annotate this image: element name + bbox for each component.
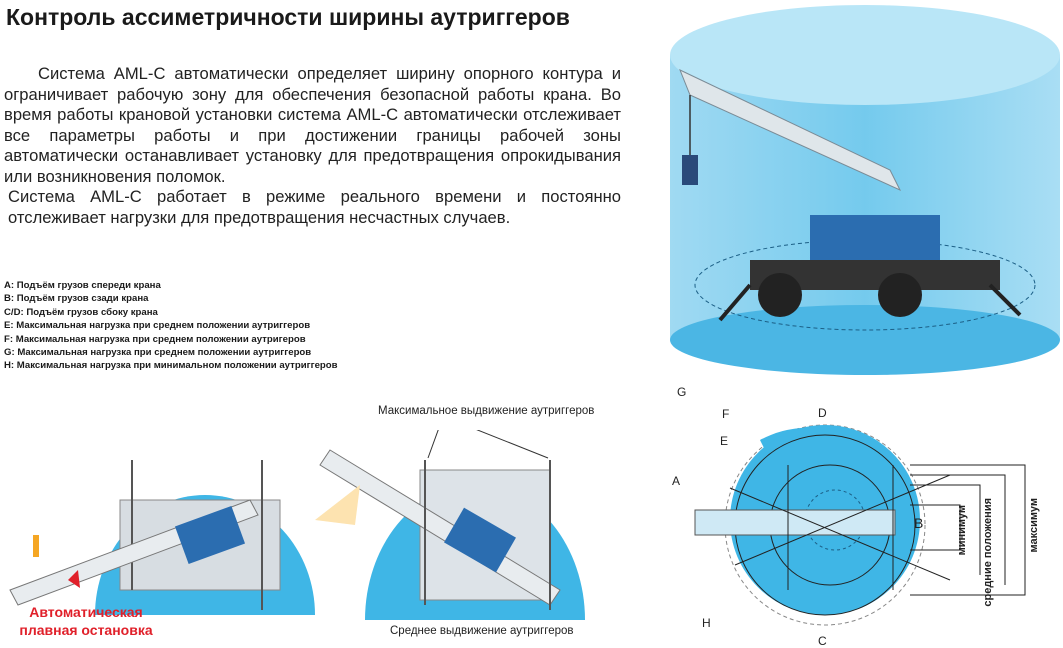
label-minimum: минимум: [956, 505, 968, 556]
mid-extension-label: Среднее выдвижение аутриггеров: [390, 625, 574, 637]
legend-item: C/D: Подъём грузов сбоку крана: [4, 306, 158, 318]
label-H: H: [702, 616, 711, 630]
auto-stop-line-1: Автоматическая: [29, 604, 143, 620]
outrigger-mid-illustration: [9, 460, 315, 615]
page-title: Контроль ассиметричности ширины аутригге…: [6, 4, 570, 30]
label-maximum: максимум: [1028, 498, 1040, 553]
legend-item: B: Подъём грузов сзади крана: [4, 293, 149, 305]
label-middle-positions: средние положения: [982, 498, 994, 607]
label-D: D: [818, 406, 827, 420]
label-F: F: [722, 407, 730, 421]
legend-item: A: Подъём грузов спереди крана: [4, 280, 161, 291]
label-C: C: [818, 634, 827, 648]
legend-item: G: Максимальная нагрузка при среднем пол…: [4, 347, 312, 359]
paragraph-2: Система AML-C работает в режиме реальног…: [8, 187, 621, 227]
outrigger-max-illustration: [315, 430, 585, 620]
legend-item: H: Максимальная нагрузка при минимальном…: [4, 360, 338, 372]
crane-work-zone-illustration: [670, 5, 1060, 375]
work-zone-diagram: [694, 424, 1026, 626]
label-A: A: [672, 474, 681, 488]
legend: A: Подъём грузов спереди крана B: Подъём…: [4, 279, 338, 373]
max-extension-label: Максимальное выдвижение аутриггеров: [378, 405, 595, 417]
legend-item: E: Максимальная нагрузка при среднем пол…: [4, 320, 311, 332]
paragraph-1: Система AML-C автоматически определяет ш…: [4, 64, 621, 186]
label-G: G: [677, 385, 687, 399]
label-B: B: [914, 515, 924, 531]
legend-item: F: Максимальная нагрузка при среднем пол…: [4, 333, 306, 345]
auto-stop-line-2: плавная остановка: [19, 622, 153, 638]
label-E: E: [720, 434, 729, 448]
description: Система AML-C автоматически определяет ш…: [4, 64, 621, 228]
auto-stop-label: Автоматическая плавная остановка: [0, 603, 172, 639]
